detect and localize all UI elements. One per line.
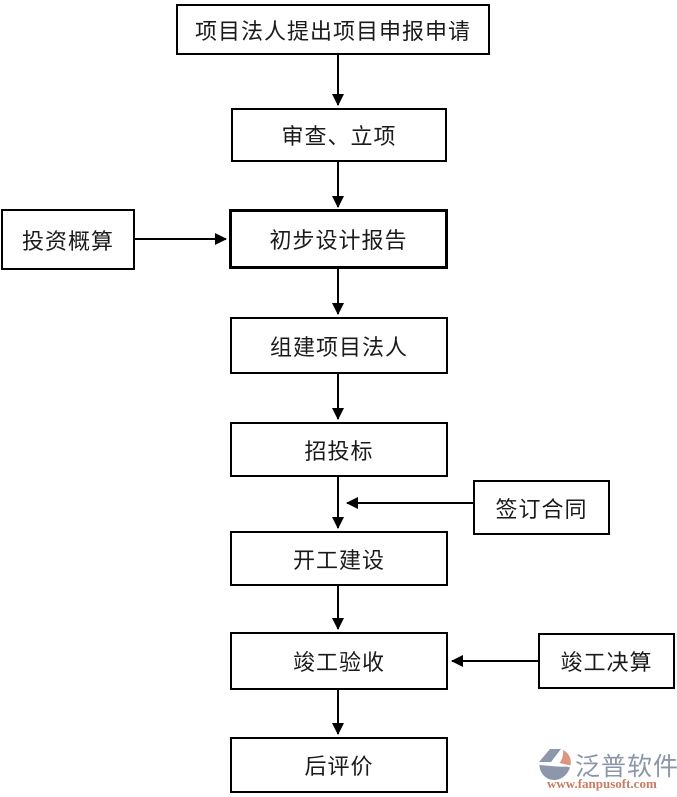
- node-preliminary-design-report: 初步设计报告: [229, 209, 448, 269]
- fanpu-logo-icon: [539, 749, 571, 781]
- node-final-accounts: 竣工决算: [538, 633, 675, 689]
- node-establish-project-entity: 组建项目法人: [230, 317, 448, 374]
- node-completion-acceptance: 竣工验收: [230, 632, 448, 690]
- fanpu-watermark: 泛普软件 www.fanpusoft.com: [536, 745, 677, 793]
- brand-url: www.fanpusoft.com: [547, 776, 657, 791]
- node-project-application: 项目法人提出项目申报申请: [176, 4, 490, 55]
- node-bidding: 招投标: [230, 422, 448, 477]
- node-post-evaluation: 后评价: [230, 737, 448, 793]
- node-contract-signing: 签订合同: [473, 480, 610, 535]
- node-construction-start: 开工建设: [230, 531, 448, 586]
- node-review-approval: 审查、立项: [231, 108, 447, 162]
- node-investment-estimate: 投资概算: [1, 209, 135, 270]
- brand-name: 泛普软件: [575, 753, 677, 781]
